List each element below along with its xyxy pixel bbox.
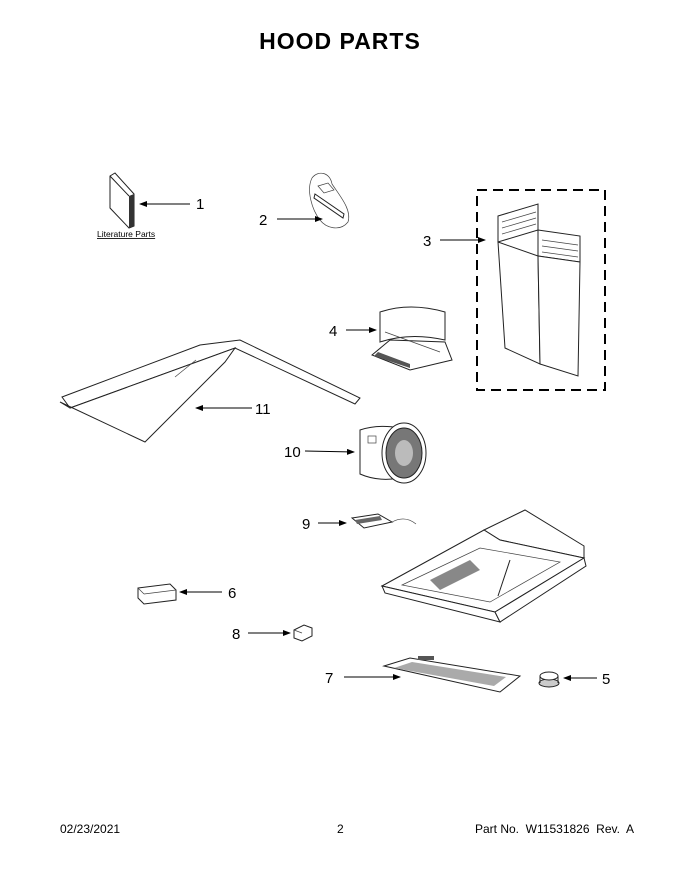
callout-7: 7 — [325, 670, 333, 687]
part-9-light-assembly[interactable] — [350, 513, 417, 529]
callout-3: 3 — [423, 233, 431, 250]
part-6-switch[interactable] — [137, 583, 177, 605]
callout-10: 10 — [284, 444, 301, 461]
part-1-literature[interactable] — [109, 172, 135, 229]
callout-8: 8 — [232, 626, 240, 643]
hood-body — [380, 509, 587, 623]
part-7-filter[interactable] — [382, 656, 522, 693]
footer-date: 02/23/2021 — [60, 822, 121, 836]
footer-page-number: 2 — [337, 822, 344, 836]
literature-parts-label: Literature Parts — [97, 229, 155, 239]
part-10-blower[interactable] — [359, 422, 427, 484]
callout-6: 6 — [228, 585, 236, 602]
part-8-connector[interactable] — [293, 624, 313, 642]
footer-part-number: Part No. W11531826 Rev. A — [475, 822, 634, 836]
callout-5: 5 — [602, 671, 610, 688]
callout-11: 11 — [255, 401, 271, 418]
part-5-light-bulb[interactable] — [538, 671, 560, 688]
part-11-canopy[interactable] — [59, 339, 361, 443]
callout-4: 4 — [329, 323, 337, 340]
callout-arrows — [139, 201, 597, 681]
page-title: HOOD PARTS — [259, 28, 421, 54]
part-4-motor-housing[interactable] — [371, 306, 453, 371]
callout-2: 2 — [259, 212, 267, 229]
part-3-duct-cover[interactable] — [476, 189, 606, 391]
callout-1: 1 — [196, 196, 204, 213]
callout-9: 9 — [302, 516, 310, 533]
part-2-bracket[interactable] — [309, 172, 350, 229]
